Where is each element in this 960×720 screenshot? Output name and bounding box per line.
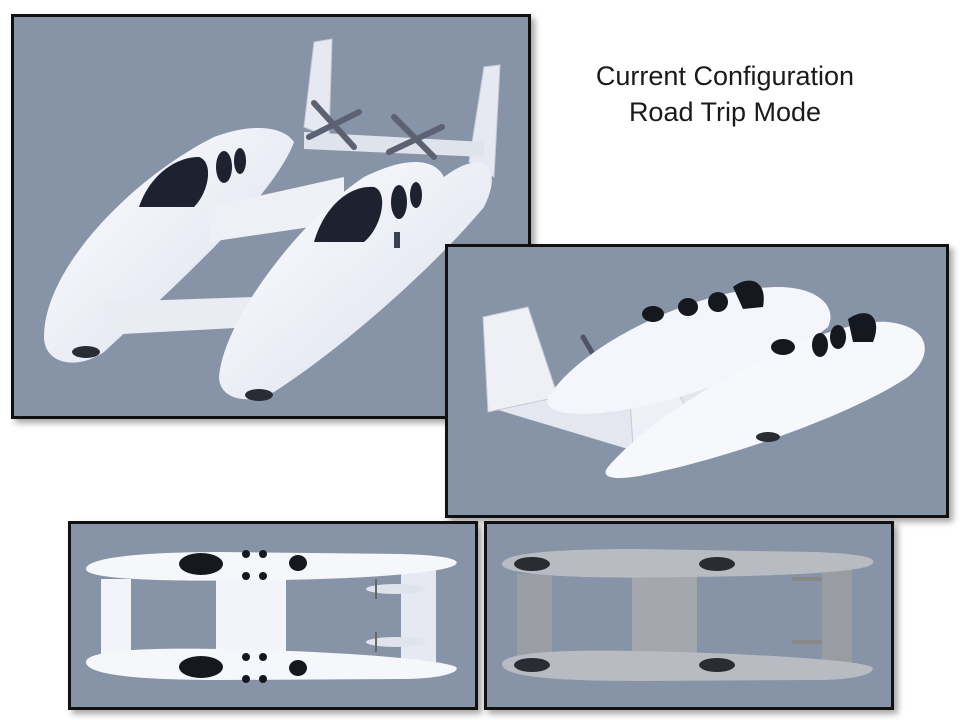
- front-perspective-render: [11, 14, 531, 419]
- slide-caption: Current Configuration Road Trip Mode: [560, 58, 890, 130]
- caption-line-mode: Road Trip Mode: [628, 97, 822, 127]
- front-perspective-image: [44, 38, 501, 401]
- top-view-image: [86, 550, 457, 683]
- rear-perspective-image: [482, 280, 925, 479]
- bottom-view-render: [484, 521, 894, 710]
- top-view-render: [68, 521, 478, 710]
- caption-line-configuration: Current Configuration: [595, 61, 855, 91]
- rear-perspective-render: [445, 244, 949, 518]
- bottom-view-image: [502, 549, 874, 681]
